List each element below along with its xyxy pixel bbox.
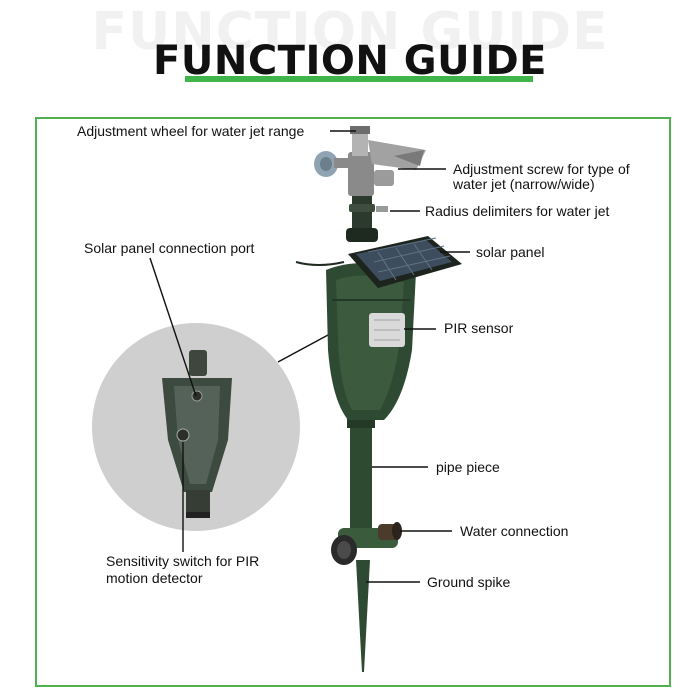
label-adjustment-wheel: Adjustment wheel for water jet range [77,123,305,139]
pipe-piece-part [347,418,375,548]
pir-sensor-part [369,313,405,347]
label-water-connection: Water connection [460,523,569,539]
sprinkler-head-part [348,126,426,196]
label-pipe-piece: pipe piece [436,459,500,475]
label-sensitivity-line1: Sensitivity switch for PIR [106,553,260,569]
label-radius-delimiters: Radius delimiters for water jet [425,203,610,219]
title-watermark: FUNCTION GUIDE [91,2,609,62]
inset-detail-view [92,323,329,531]
label-pir-sensor: PIR sensor [444,320,514,336]
label-sensitivity-line2: motion detector [106,570,203,586]
diagram-frame [35,117,671,687]
radius-delimiters-part [346,192,388,242]
solar-panel-part [348,236,462,288]
label-ground-spike: Ground spike [427,574,511,590]
leader-solar-port [149,257,197,397]
leader-lines [149,130,470,583]
water-connection-part [331,522,402,565]
ground-spike-part [356,560,370,672]
title-underline [185,76,533,82]
label-adjustment-screw-line1: Adjustment screw for type of [453,161,630,177]
label-adjustment-screw-line2: water jet (narrow/wide) [453,176,595,192]
label-solar-port: Solar panel connection port [84,240,255,256]
label-solar-panel: solar panel [476,244,545,260]
adjustment-wheel-part [314,151,350,177]
